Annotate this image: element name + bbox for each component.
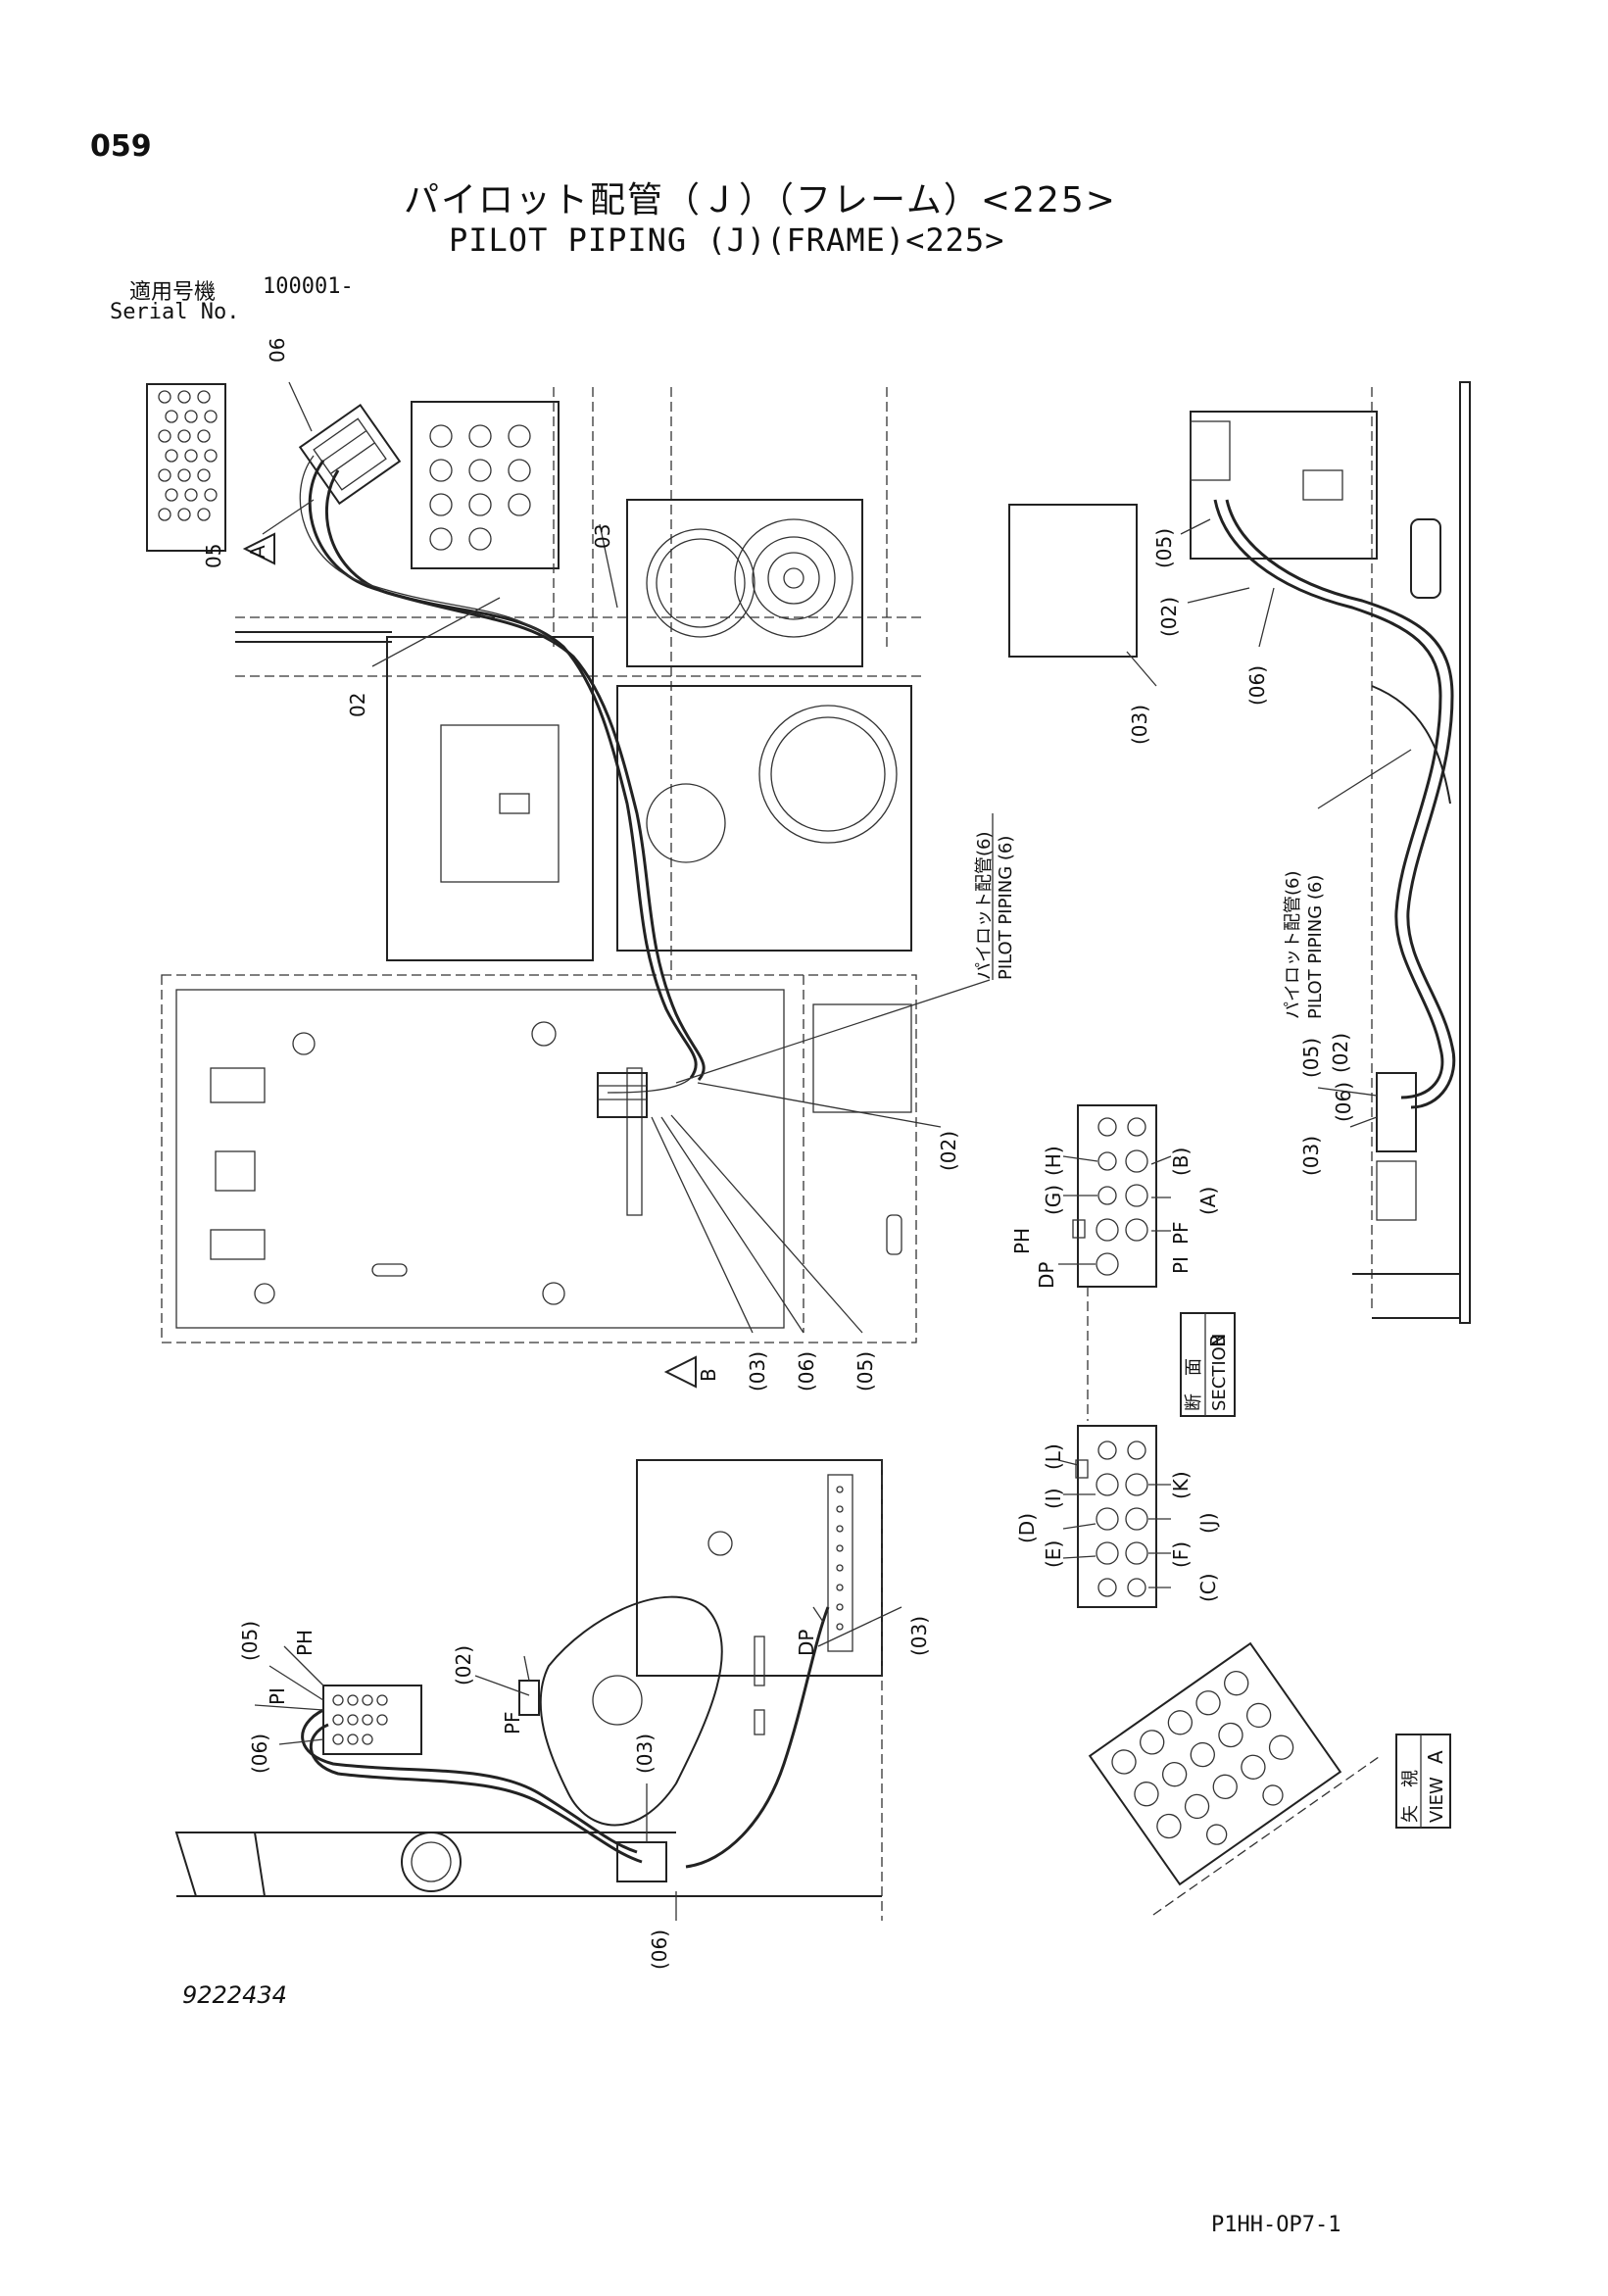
tank-block	[1008, 504, 1138, 658]
bottom-valve-block	[322, 1685, 422, 1755]
section-b-box	[1180, 1312, 1236, 1417]
pilot-piping-label-jp: パイロット配管(6)	[974, 832, 995, 981]
bottom-label-pf: PF	[501, 1711, 524, 1734]
bottom-callout-06b: (06)	[648, 1930, 671, 1970]
view-a-marker: A	[246, 545, 269, 559]
view-b-marker: B	[697, 1368, 720, 1382]
side-pilot-label-en: PILOT PIPING (6)	[1305, 875, 1326, 1019]
side-clamp-bundle	[1376, 1072, 1417, 1152]
side-callout-05b: (05)	[1299, 1038, 1323, 1078]
callout-06: 06	[266, 338, 289, 363]
side-view: (05) (02) (03) (06) パイロット配管(6) PILOT PIP…	[1008, 381, 1471, 1324]
port-label-h: (H)	[1042, 1146, 1065, 1176]
cab-bracket	[539, 1595, 723, 1827]
port-label-g: (G)	[1042, 1185, 1065, 1215]
callout-05: 05	[202, 544, 225, 568]
port-label-ph: PH	[1010, 1228, 1034, 1254]
bottom-callout-05: (05)	[238, 1621, 262, 1661]
port-label-k: (K)	[1169, 1471, 1193, 1499]
view-box-en: VIEW	[1427, 1777, 1447, 1823]
section-box-en: SECTION	[1209, 1334, 1230, 1411]
port-label-a: (A)	[1196, 1187, 1220, 1215]
callout-03: 03	[591, 524, 614, 549]
pilot-valve-block	[298, 403, 402, 506]
side-callout-06b: (06)	[1332, 1082, 1355, 1122]
callout-02-paren: (02)	[937, 1131, 960, 1171]
view-a-valve-block	[1088, 1641, 1342, 1886]
port-label-d: (D)	[1015, 1513, 1039, 1543]
callout-06-paren: (06)	[795, 1351, 818, 1392]
side-callout-02: (02)	[1157, 597, 1181, 637]
view-box-letter: A	[1424, 1750, 1447, 1764]
pilot-hose-bottom	[301, 1708, 638, 1854]
section-box-jp: 断 面	[1184, 1358, 1204, 1411]
pilot-hose-side	[1213, 499, 1444, 1099]
side-pilot-label-jp: パイロット配管(6)	[1283, 871, 1303, 1020]
control-valve	[411, 401, 560, 569]
lower-plate	[161, 974, 917, 1343]
port-label-i: (I)	[1042, 1488, 1065, 1509]
bottom-callout-02: (02)	[452, 1645, 475, 1685]
swing-motor-housing	[626, 499, 863, 667]
serial-label-english: Serial No.	[110, 300, 240, 324]
bottom-label-dp: DP	[795, 1630, 818, 1656]
side-callout-05: (05)	[1152, 528, 1176, 568]
callout-05-paren: (05)	[853, 1351, 877, 1392]
port-label-pi: PI	[1169, 1256, 1193, 1274]
view-a-detail: 矢 視 VIEW A	[1088, 1641, 1451, 1916]
pf-fitting	[518, 1680, 540, 1716]
port-label-f: (F)	[1169, 1541, 1193, 1568]
bottom-detail-view: (05) PH PI (06) (02) PF (03) DP (03) (06…	[174, 1459, 931, 1970]
serial-label-japanese: 適用号機	[129, 280, 217, 305]
pilot-hose-main	[308, 460, 698, 1079]
port-label-b: (B)	[1169, 1148, 1193, 1176]
section-b-detail: (H) (G) PH DP (B) (A) PF PI 断 面 SECTION …	[1010, 1104, 1236, 1608]
bottom-label-ph: PH	[293, 1630, 317, 1656]
page-title-japanese: パイロット配管（Ｊ）（フレーム）<225>	[404, 180, 1117, 220]
callout-03-paren: (03)	[746, 1351, 769, 1392]
bottom-label-pi: PI	[266, 1687, 289, 1705]
side-callout-03b: (03)	[1299, 1136, 1323, 1176]
section-box-letter: B	[1206, 1334, 1230, 1347]
port-label-j: (J)	[1196, 1512, 1220, 1534]
view-a-box	[1395, 1734, 1451, 1829]
view-box-jp: 矢 視	[1400, 1770, 1421, 1823]
serial-number-value: 100001-	[263, 274, 354, 299]
center-frame	[616, 685, 912, 952]
valve-block-side	[1190, 411, 1378, 560]
view-b-arrow	[663, 1355, 697, 1389]
view-a-arrow	[242, 532, 275, 565]
left-member	[386, 636, 594, 961]
bottom-callout-03b: (03)	[907, 1616, 931, 1656]
page-title-english: PILOT PIPING (J)(FRAME)<225>	[449, 221, 1005, 259]
side-callout-06: (06)	[1245, 665, 1269, 706]
port-label-e: (E)	[1042, 1540, 1065, 1568]
callout-02: 02	[346, 693, 369, 717]
port-label-dp: DP	[1035, 1262, 1058, 1289]
bottom-callout-03a: (03)	[633, 1734, 657, 1774]
plate-holes	[158, 390, 218, 521]
pilot-piping-label-en: PILOT PIPING (6)	[996, 836, 1016, 980]
page-number: 059	[90, 129, 152, 164]
side-callout-03: (03)	[1128, 705, 1151, 745]
side-callout-02b: (02)	[1329, 1033, 1352, 1073]
perforated-plate	[146, 383, 226, 552]
bottom-callout-06: (06)	[248, 1734, 271, 1774]
bottom-clamp	[616, 1841, 667, 1882]
bottom-housing	[636, 1459, 883, 1677]
step-plate	[174, 1832, 267, 1897]
main-frame-view: 06 05 03 02 (02) (03) (06) (05) パイロット配管(…	[146, 338, 1016, 1392]
port-label-c: (C)	[1196, 1573, 1220, 1602]
hose-clamp-bundle	[597, 1072, 648, 1118]
page-code: P1HH-OP7-1	[1211, 2213, 1341, 2237]
port-label-pf: PF	[1169, 1221, 1193, 1245]
drawing-number: 9222434	[182, 1981, 287, 2009]
port-label-l: (L)	[1042, 1443, 1065, 1470]
port-block-lower	[1077, 1425, 1157, 1608]
